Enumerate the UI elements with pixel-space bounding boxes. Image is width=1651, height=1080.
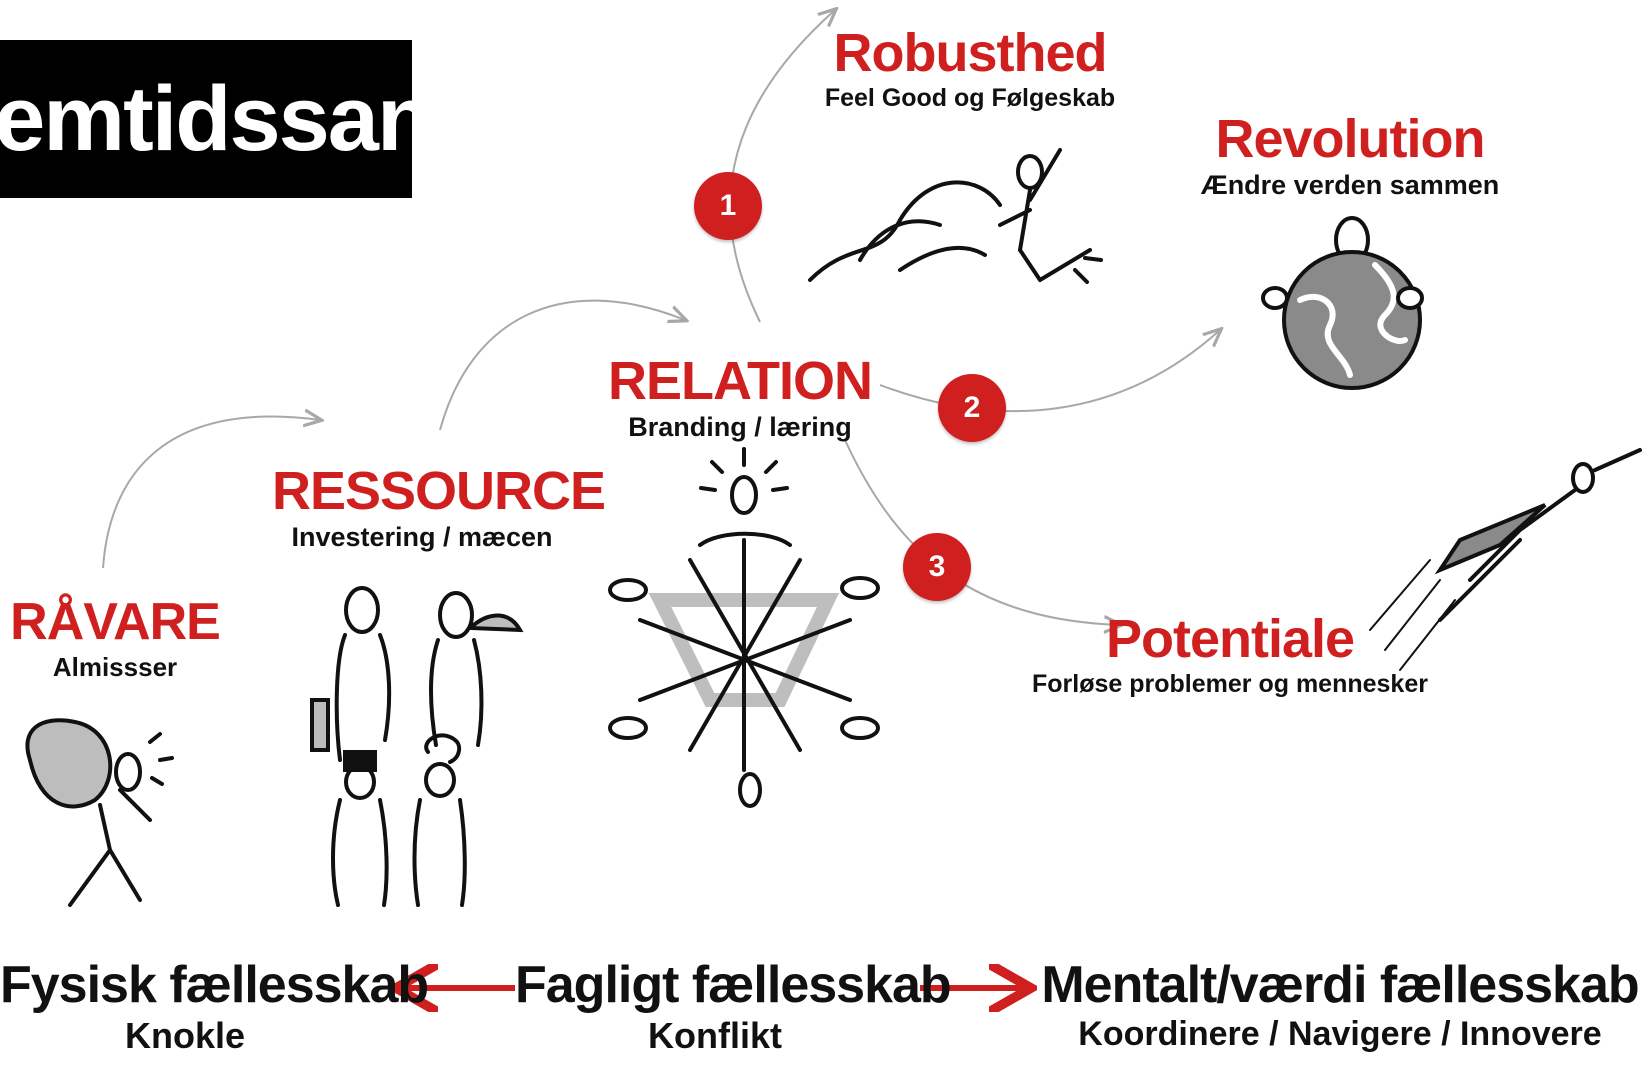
bottom-center-group: Fagligt fællesskab Konflikt — [515, 955, 952, 1057]
connector-relation-potentiale — [844, 439, 1120, 625]
bottom-left-title: Fysisk fællesskab — [0, 956, 429, 1014]
stage-robusthed-subtitle: Feel Good og Følgeskab — [824, 84, 1116, 112]
connector-relation-revolution — [879, 330, 1220, 412]
bottom-right-title: Mentalt/værdi fællesskab — [1041, 956, 1639, 1014]
brand-logo: fremtidssans — [0, 40, 482, 198]
round-table-icon — [608, 447, 880, 808]
surfer-icon — [808, 148, 1103, 284]
patrons-icon — [310, 586, 524, 907]
stage-potentiale-title: Potentiale — [1105, 609, 1355, 669]
bottom-left-group: Fysisk fællesskab Knokle — [0, 955, 429, 1057]
stage-ravare: RÅVARE Almissser — [10, 592, 221, 683]
stage-revolution-subtitle: Ændre verden sammen — [1200, 170, 1500, 200]
stage-robusthed: Robusthed Feel Good og Følgeskab — [820, 22, 1120, 113]
bottom-right-subtitle: Koordinere / Navigere / Innovere — [1078, 1015, 1602, 1053]
stage-ressource-title: RESSOURCE — [272, 461, 606, 521]
bottom-left-subtitle: Knokle — [124, 1015, 246, 1056]
bottom-center-subtitle: Konflikt — [648, 1015, 782, 1056]
stage-ravare-subtitle: Almissser — [52, 652, 178, 682]
stage-potentiale: Potentiale Forløse problemer og menneske… — [1030, 608, 1430, 699]
badge-1: 1 — [694, 172, 762, 240]
connector-ressource-relation — [439, 299, 685, 431]
stage-relation: RELATION Branding / læring — [600, 350, 880, 443]
stage-relation-title: RELATION — [608, 351, 873, 411]
stage-ravare-title: RÅVARE — [10, 593, 221, 651]
stage-potentiale-subtitle: Forløse problemer og mennesker — [1032, 670, 1428, 698]
stage-robusthed-title: Robusthed — [833, 23, 1108, 83]
stage-relation-subtitle: Branding / læring — [628, 412, 852, 442]
sack-carrier-icon — [25, 718, 174, 907]
stage-revolution-title: Revolution — [1215, 109, 1486, 169]
connector-ravare-ressource — [102, 417, 320, 569]
badge-2: 2 — [938, 374, 1006, 442]
bottom-center-title: Fagligt fællesskab — [515, 956, 952, 1014]
badge-3: 3 — [903, 533, 971, 601]
stage-revolution: Revolution Ændre verden sammen — [1200, 108, 1500, 201]
globe-hug-icon — [1261, 216, 1424, 390]
stage-ressource-subtitle: Investering / mæcen — [291, 522, 553, 552]
superhero-icon — [1369, 448, 1642, 671]
bottom-right-group: Mentalt/værdi fællesskab Koordinere / Na… — [1030, 955, 1650, 1054]
stage-ressource: RESSOURCE Investering / mæcen — [272, 460, 606, 553]
